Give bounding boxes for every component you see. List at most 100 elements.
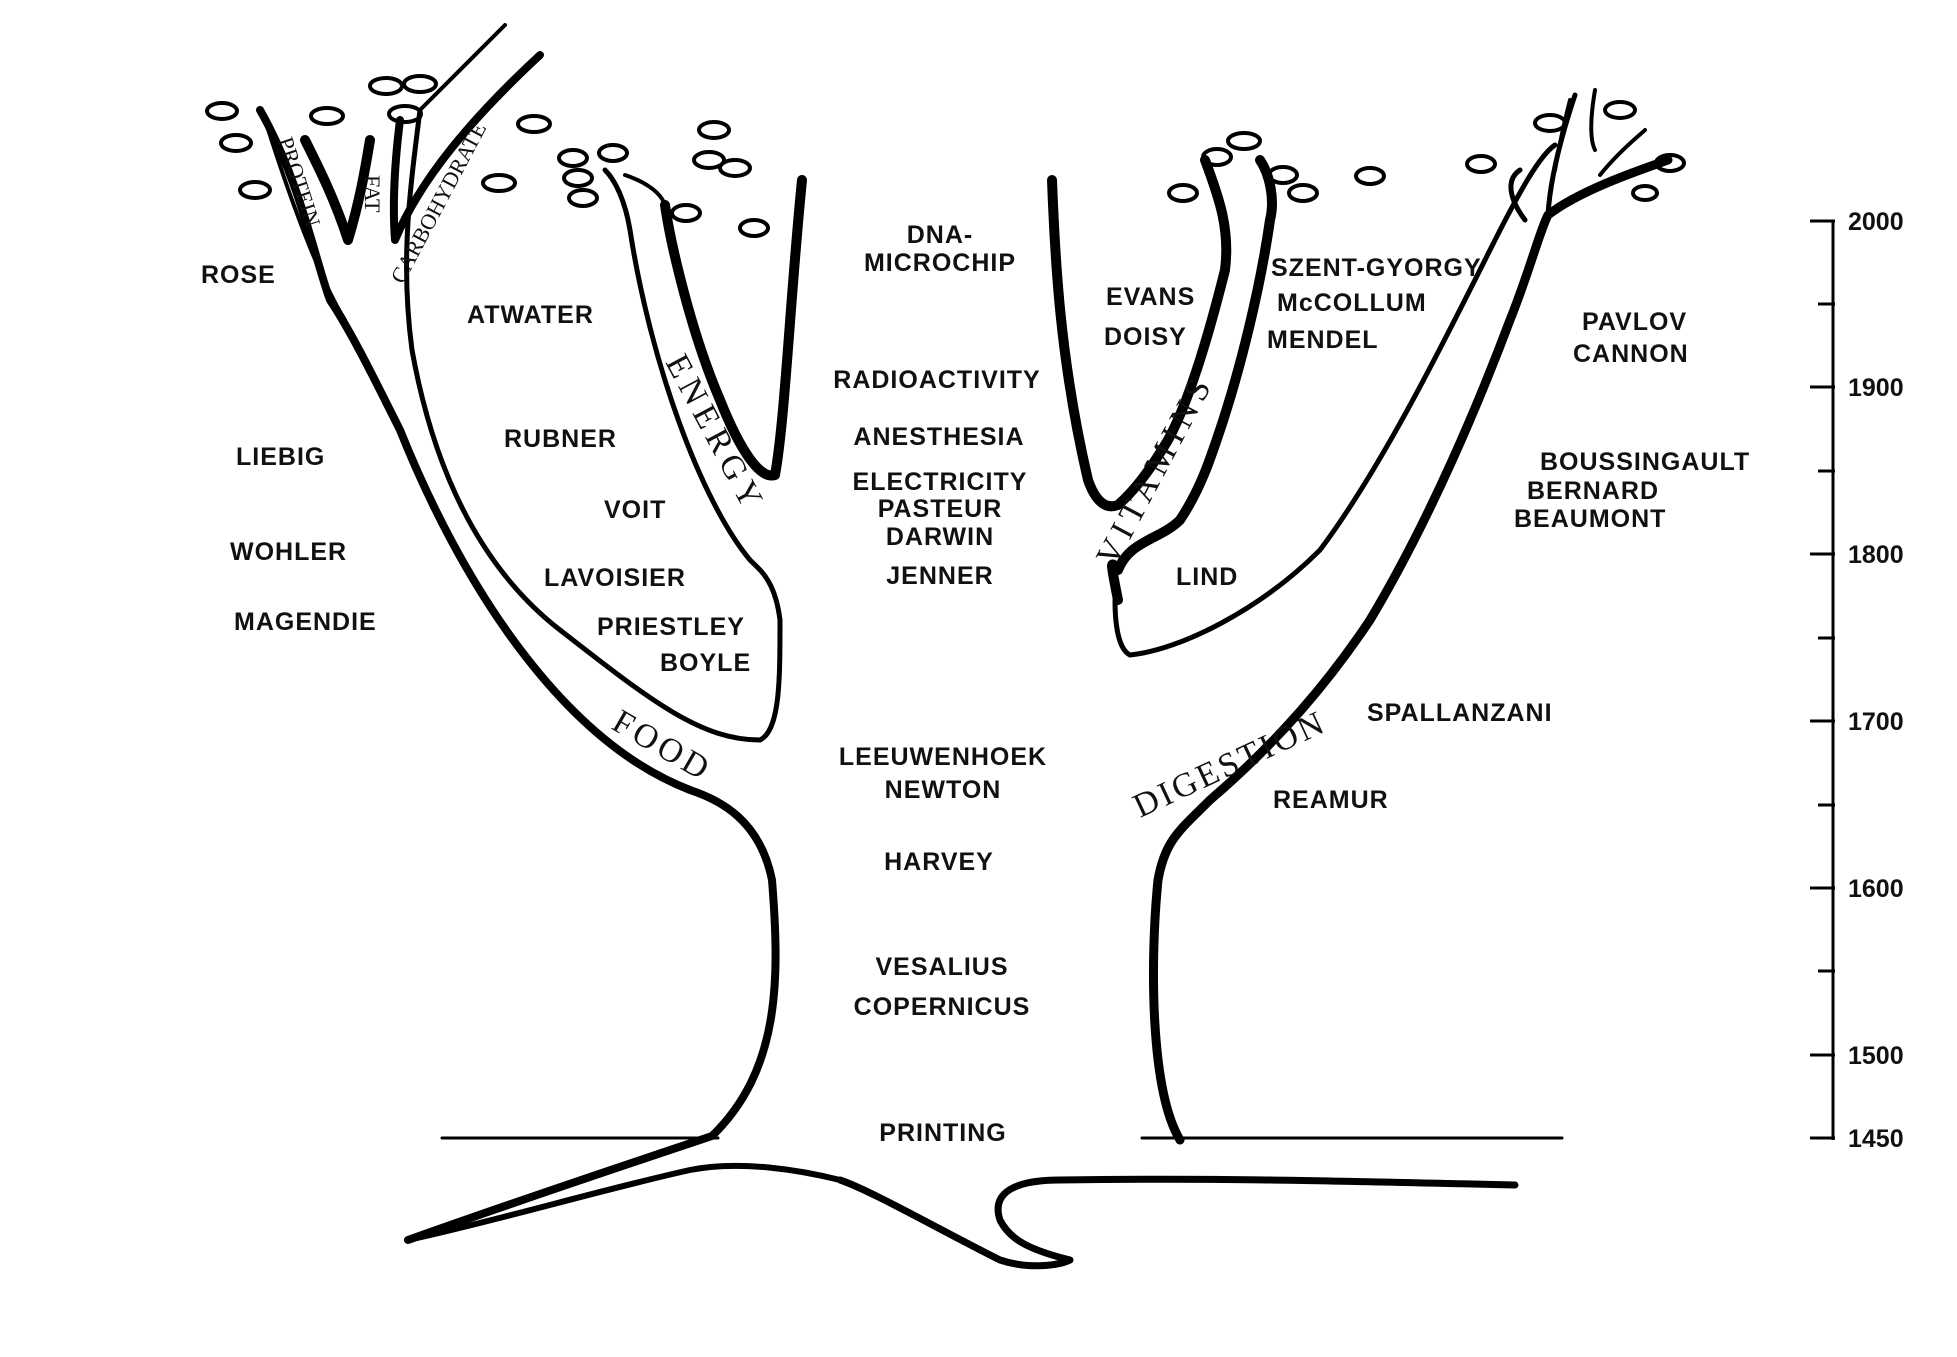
timeline-axis	[1810, 219, 1835, 1140]
tree-outline	[256, 23, 1673, 1270]
leaf	[697, 120, 731, 140]
event-darwin: DARWIN	[886, 523, 994, 551]
name-reamur: REAMUR	[1273, 786, 1389, 814]
leaf	[1533, 113, 1567, 133]
event-printing: PRINTING	[879, 1119, 1006, 1147]
leaf	[1465, 154, 1497, 174]
physiology-twig-3	[1589, 88, 1597, 152]
name-lind: LIND	[1176, 563, 1238, 591]
name-lavoisier: LAVOISIER	[544, 564, 686, 592]
name-szent-gyorgy: SZENT-GYORGY	[1271, 254, 1482, 282]
vitamins-branch-inner	[1112, 142, 1558, 658]
leaves	[205, 74, 1686, 238]
event-anesthesia: ANESTHESIA	[853, 423, 1024, 451]
event-copernicus: COPERNICUS	[854, 993, 1031, 1021]
leaf	[1603, 100, 1637, 120]
event-harvey: HARVEY	[884, 848, 994, 876]
trunk-right-outer	[1148, 155, 1673, 1145]
tick-1800: 1800	[1848, 541, 1904, 569]
leaf	[238, 180, 272, 200]
food-branch-inner	[404, 107, 783, 743]
leaf	[718, 158, 752, 178]
name-beaumont: BEAUMONT	[1514, 505, 1666, 533]
tick-1600: 1600	[1848, 875, 1904, 903]
leaf	[481, 173, 517, 193]
energy-branch-tip	[623, 173, 667, 207]
vitamins-branch-left	[1047, 155, 1232, 512]
tick-1500: 1500	[1848, 1042, 1904, 1070]
physiology-twig-1	[1553, 98, 1572, 172]
leaf	[738, 218, 770, 238]
name-mendel: MENDEL	[1267, 326, 1379, 354]
name-bernard: BERNARD	[1527, 477, 1659, 505]
leaf	[567, 188, 599, 208]
event-pasteur: PASTEUR	[878, 495, 1003, 523]
name-boyle: BOYLE	[660, 649, 751, 677]
leaf	[1167, 183, 1199, 203]
name-wohler: WOHLER	[230, 538, 347, 566]
trunk-left-outer	[256, 106, 780, 1244]
fat-branch	[300, 135, 375, 245]
leaf	[1654, 153, 1686, 173]
name-boussingault: BOUSSINGAULT	[1540, 448, 1750, 476]
tick-2000: 2000	[1848, 208, 1904, 236]
leaf	[670, 203, 702, 223]
center-events: DNA- MICROCHIP RADIOACTIVITY ANESTHESIA …	[833, 221, 1047, 1147]
leaf	[516, 114, 552, 134]
leaf	[1201, 147, 1233, 167]
protein-text: PROTEIN	[273, 134, 326, 230]
energy-label: ENERGY	[658, 348, 772, 519]
right-scientists: EVANS DOISY LIND SZENT-GYORGY McCOLLUM M…	[1104, 254, 1750, 814]
leaf	[1631, 184, 1659, 202]
leaf	[387, 104, 423, 124]
name-pavlov: PAVLOV	[1582, 308, 1687, 336]
name-rose: ROSE	[201, 261, 276, 289]
leaf	[562, 168, 594, 188]
protein-label: PROTEIN	[273, 134, 326, 230]
event-electricity: ELECTRICITY	[853, 468, 1028, 496]
leaf	[692, 150, 726, 170]
root-middle	[836, 1175, 1519, 1270]
name-mccollum: McCOLLUM	[1277, 289, 1427, 317]
fat-text: FAT	[360, 175, 385, 213]
leaf	[1267, 165, 1299, 185]
carbohydrate-branch-outer	[418, 23, 507, 112]
event-jenner: JENNER	[886, 562, 993, 590]
event-radioactivity: RADIOACTIVITY	[833, 366, 1040, 394]
event-leeuwenhoek: LEEUWENHOEK	[839, 743, 1047, 771]
event-vesalius: VESALIUS	[875, 953, 1008, 981]
leaf	[309, 106, 345, 126]
name-voit: VOIT	[604, 496, 666, 524]
name-spallanzani: SPALLANZANI	[1367, 699, 1553, 727]
vitamins-branch-outer	[1107, 155, 1277, 605]
tick-1450: 1450	[1848, 1125, 1904, 1153]
leaf	[1354, 166, 1386, 186]
leaf	[205, 101, 239, 121]
name-priestley: PRIESTLEY	[597, 613, 745, 641]
leaf	[368, 76, 404, 96]
name-evans: EVANS	[1106, 283, 1195, 311]
name-liebig: LIEBIG	[236, 443, 325, 471]
tick-1700: 1700	[1848, 708, 1904, 736]
energy-text: ENERGY	[658, 348, 772, 519]
timeline-labels: 2000 1900 1800 1700 1600 1500 1450	[1848, 208, 1904, 1153]
leaf	[597, 143, 629, 163]
energy-branch-inner	[660, 175, 807, 481]
left-scientists: ROSE LIEBIG WOHLER MAGENDIE ATWATER RUBN…	[201, 261, 751, 677]
event-newton: NEWTON	[885, 776, 1002, 804]
protein-branch	[260, 108, 347, 322]
physiology-twig-2	[1598, 128, 1647, 177]
name-doisy: DOISY	[1104, 323, 1187, 351]
leaf	[219, 133, 253, 153]
fat-label: FAT	[360, 175, 385, 213]
event-microchip: MICROCHIP	[864, 249, 1016, 277]
name-atwater: ATWATER	[467, 301, 594, 329]
carbohydrate-branch	[389, 51, 544, 244]
leaf	[402, 74, 438, 94]
name-magendie: MAGENDIE	[234, 608, 377, 636]
leaf	[557, 148, 589, 168]
name-rubner: RUBNER	[504, 425, 617, 453]
tick-1900: 1900	[1848, 374, 1904, 402]
